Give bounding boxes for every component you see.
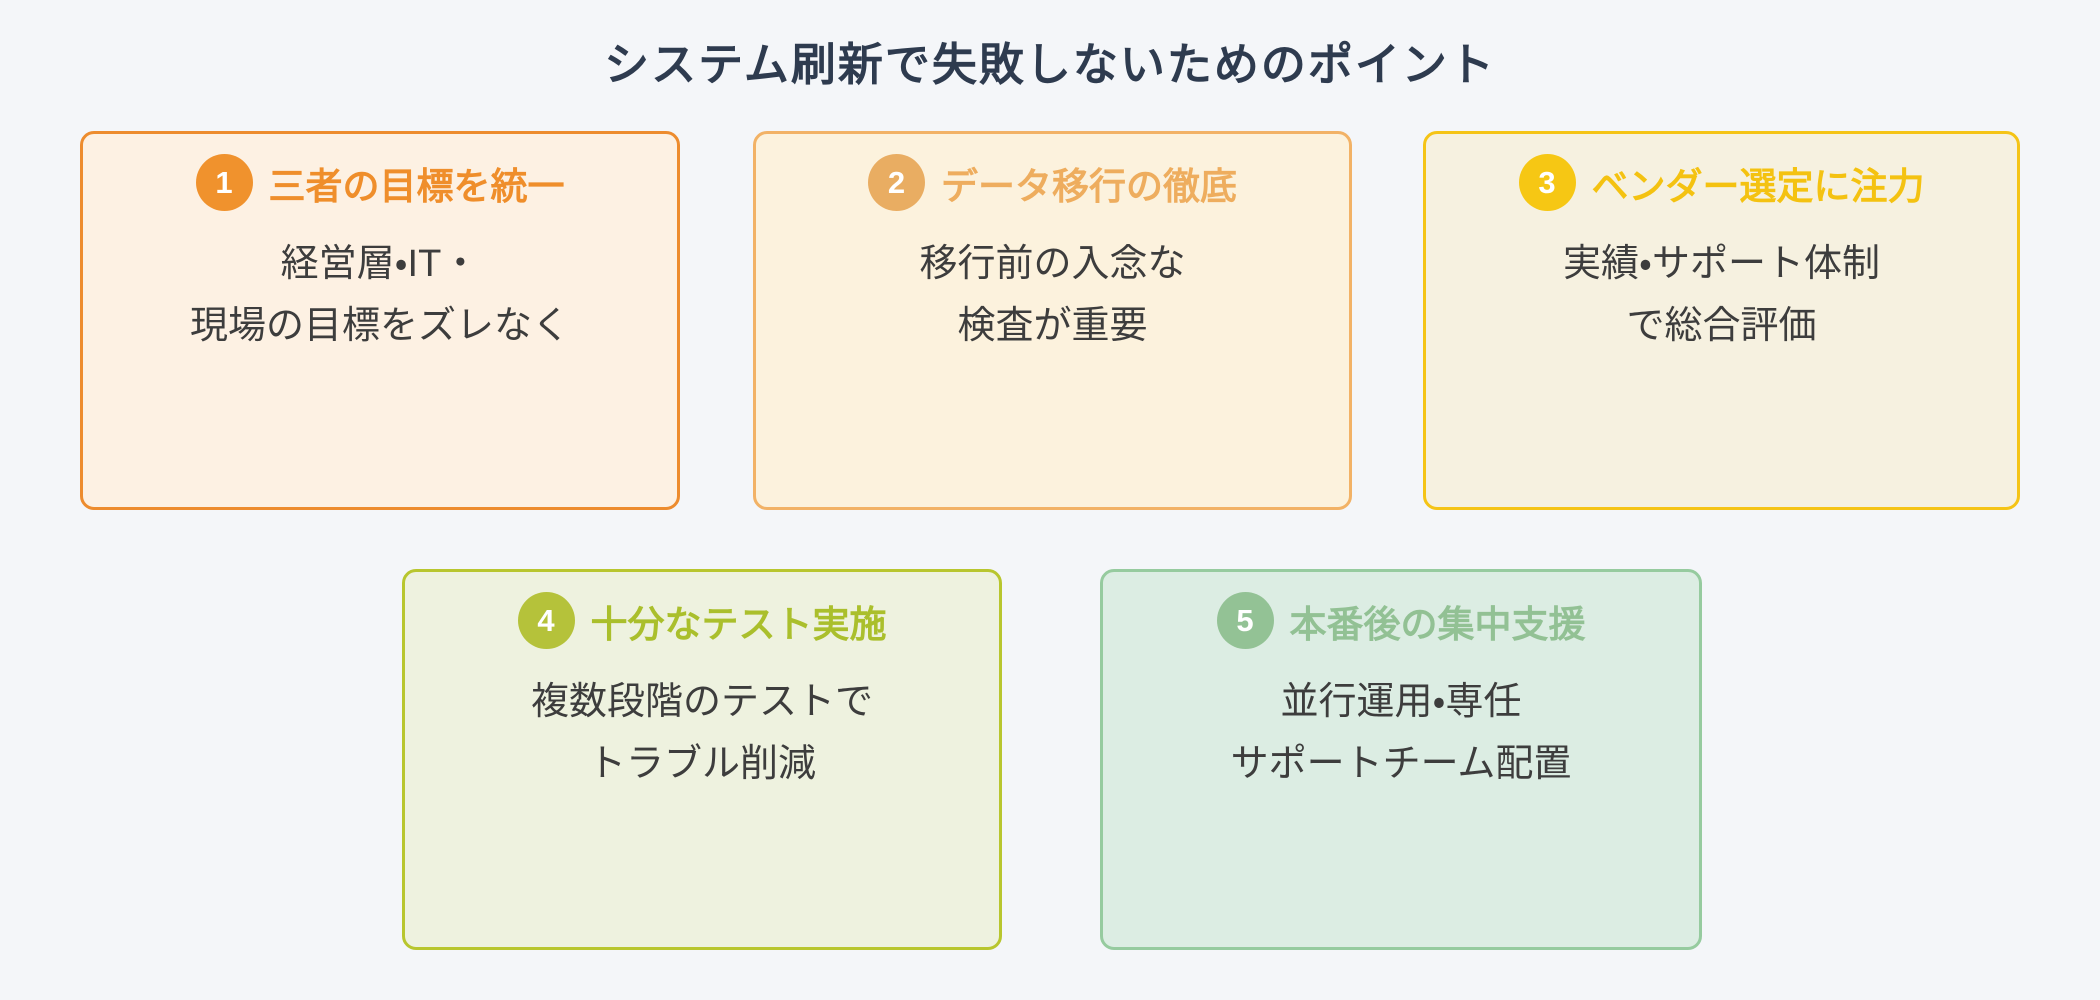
card-body-line: 現場の目標をズレなく [189,305,570,347]
number-badge: 4 [517,592,575,649]
point-card-4: 4 十分なテスト実施 複数段階のテストで トラブル削減 [402,569,1002,950]
card-header: 5 本番後の集中支援 [1103,592,1699,649]
number-badge: 2 [868,154,925,211]
card-header: 2 データ移行の徹底 [756,154,1349,211]
card-header: 3 ベンダー選定に注力 [1426,154,2017,211]
card-body-line: 複数段階のテストで [530,681,873,723]
card-header: 1 三者の目標を統一 [83,154,677,211]
card-body-line: 検査が重要 [957,305,1148,347]
card-body-line: 実績・サポート体制 [1563,243,1880,285]
number-badge: 1 [195,154,253,211]
card-title: 本番後の集中支援 [1289,603,1586,645]
card-title: データ移行の徹底 [941,165,1237,207]
card-body: 複数段階のテストで トラブル削減 [405,671,999,795]
point-card-3: 3 ベンダー選定に注力 実績・サポート体制 で総合評価 [1423,131,2020,510]
point-card-2: 2 データ移行の徹底 移行前の入念な 検査が重要 [753,131,1352,510]
card-body: 移行前の入念な 検査が重要 [756,233,1349,357]
card-title: 十分なテスト実施 [590,603,887,645]
card-title: ベンダー選定に注力 [1591,165,1925,207]
card-body-line: トラブル削減 [587,743,816,785]
point-card-5: 5 本番後の集中支援 並行運用・専任 サポートチーム配置 [1100,569,1702,950]
card-body-line: で総合評価 [1626,305,1817,347]
card-body-line: 経営層・IT・ [280,243,480,285]
card-title: 三者の目標を統一 [268,165,565,207]
card-body-line: 移行前の入念な [919,243,1186,285]
card-header: 4 十分なテスト実施 [405,592,999,649]
card-body-line: サポートチーム配置 [1230,743,1572,785]
page-title: システム刷新で失敗しないためのポイント [604,39,1496,91]
card-body: 実績・サポート体制 で総合評価 [1426,233,2017,357]
point-card-1: 1 三者の目標を統一 経営層・IT・ 現場の目標をズレなく [80,131,680,510]
number-badge: 5 [1216,592,1274,649]
card-body: 経営層・IT・ 現場の目標をズレなく [83,233,677,357]
card-body: 並行運用・専任 サポートチーム配置 [1103,671,1699,795]
number-badge: 3 [1518,154,1576,211]
card-body-line: 並行運用・専任 [1280,681,1522,723]
